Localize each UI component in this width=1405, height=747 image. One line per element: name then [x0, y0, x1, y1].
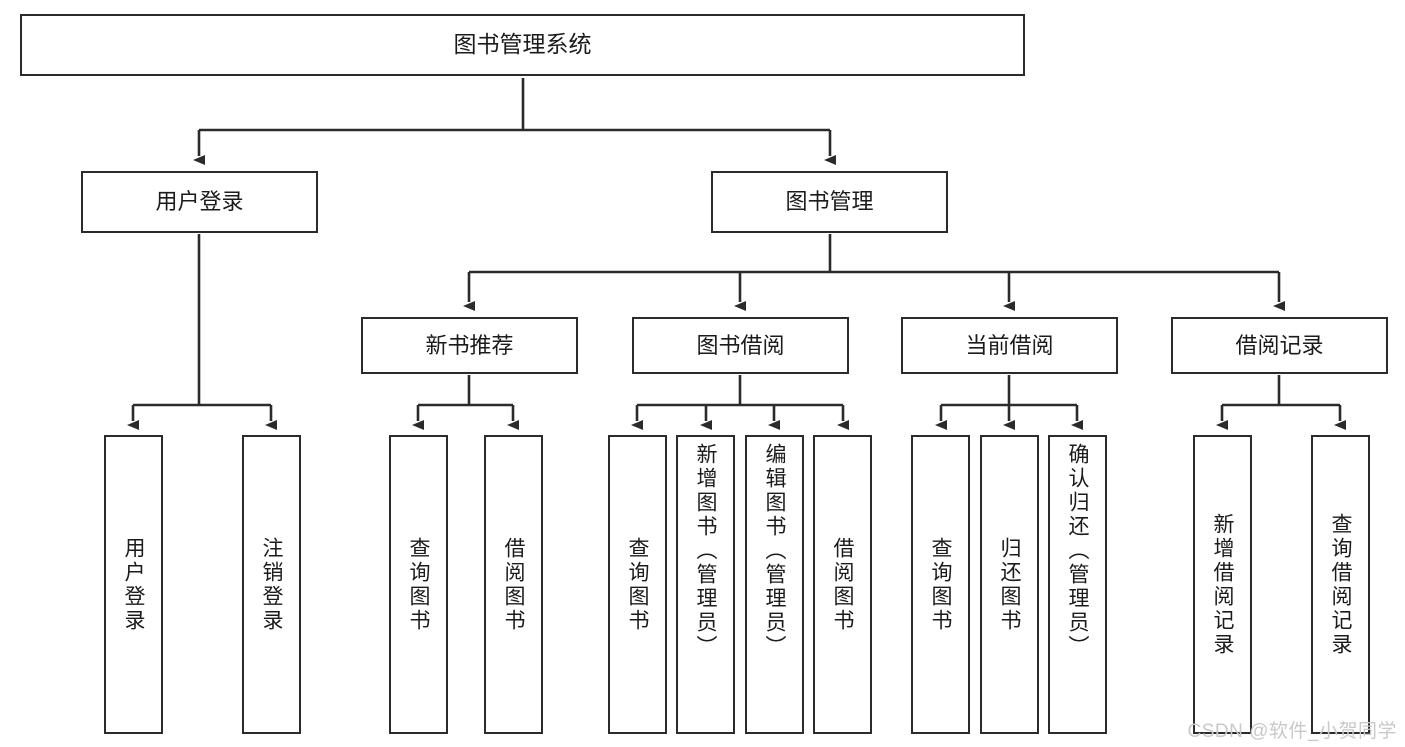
leaf-label: 注销登录 — [260, 536, 283, 633]
leaf-label: 借阅图书 — [831, 536, 854, 633]
leaf-add-borrow-record[interactable]: 新增借阅记录 — [1193, 435, 1252, 734]
node-label: 用户登录 — [155, 189, 244, 215]
node-label: 图书管理 — [785, 189, 874, 215]
leaf-label: 查询图书 — [626, 536, 649, 633]
node-label: 借阅记录 — [1235, 332, 1324, 358]
leaf-borrow-book[interactable]: 借阅图书 — [813, 435, 872, 734]
leaf-query-book-newbook[interactable]: 查询图书 — [389, 435, 448, 734]
node-current-borrow[interactable]: 当前借阅 — [901, 317, 1118, 374]
leaf-borrow-book-newbook[interactable]: 借阅图书 — [484, 435, 543, 734]
leaf-logout[interactable]: 注销登录 — [242, 435, 301, 734]
leaf-query-book-current[interactable]: 查询图书 — [911, 435, 970, 734]
watermark-text: CSDN @软件_小贺同学 — [1187, 721, 1397, 742]
node-new-book-recommend[interactable]: 新书推荐 — [361, 317, 578, 374]
leaf-user-login[interactable]: 用户登录 — [104, 435, 163, 734]
node-label: 图书借阅 — [696, 332, 785, 358]
node-label: 当前借阅 — [965, 332, 1054, 358]
leaf-query-book-borrow[interactable]: 查询图书 — [608, 435, 667, 734]
leaf-add-book-admin[interactable]: 新增图书（管理员） — [676, 435, 735, 734]
leaf-label: 借阅图书 — [502, 536, 525, 633]
leaf-label: 新增图书（管理员） — [694, 443, 717, 659]
leaf-edit-book-admin[interactable]: 编辑图书（管理员） — [745, 435, 804, 734]
leaf-label: 查询图书 — [407, 536, 430, 633]
node-book-management[interactable]: 图书管理 — [711, 171, 948, 233]
leaf-label: 归还图书 — [998, 536, 1021, 633]
node-user-login[interactable]: 用户登录 — [81, 171, 318, 233]
leaf-label: 查询图书 — [929, 536, 952, 633]
node-root-system[interactable]: 图书管理系统 — [20, 14, 1025, 76]
leaf-confirm-return-admin[interactable]: 确认归还（管理员） — [1048, 435, 1107, 734]
node-borrow-record[interactable]: 借阅记录 — [1171, 317, 1388, 374]
leaf-label: 编辑图书（管理员） — [763, 443, 786, 659]
leaf-label: 查询借阅记录 — [1329, 512, 1352, 657]
leaf-label: 新增借阅记录 — [1211, 512, 1234, 657]
node-book-borrow[interactable]: 图书借阅 — [632, 317, 849, 374]
node-label: 新书推荐 — [425, 332, 514, 358]
leaf-return-book[interactable]: 归还图书 — [980, 435, 1039, 734]
leaf-label: 用户登录 — [122, 536, 145, 633]
leaf-label: 确认归还（管理员） — [1066, 443, 1089, 659]
leaf-query-borrow-record[interactable]: 查询借阅记录 — [1311, 435, 1370, 734]
node-label: 图书管理系统 — [453, 31, 592, 58]
